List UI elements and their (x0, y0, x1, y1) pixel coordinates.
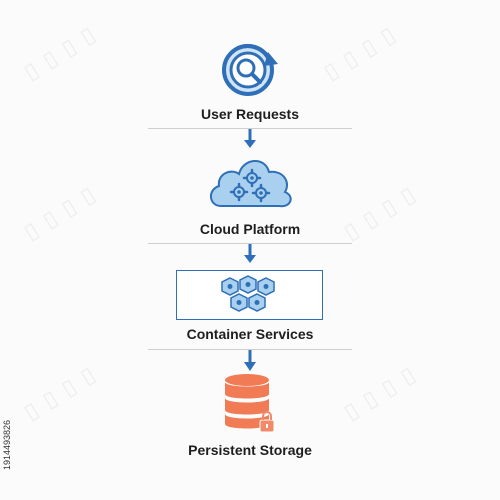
search-refresh-icon (222, 44, 278, 96)
divider (148, 128, 352, 129)
hexagon-containers-icon (221, 275, 275, 312)
step-label-persistent-storage: Persistent Storage (188, 442, 312, 458)
down-arrow-icon (244, 244, 256, 263)
step-label-cloud-platform: Cloud Platform (199, 221, 301, 237)
divider (148, 349, 352, 350)
locked-database-icon (225, 374, 275, 433)
down-arrow-icon (244, 129, 256, 148)
side-id-text: 1914493826 (2, 419, 12, 470)
step-label-container-services: Container Services (186, 326, 314, 342)
divider (148, 243, 352, 244)
step-label-user-requests: User Requests (200, 106, 300, 122)
cloud-gears-icon (210, 160, 292, 208)
down-arrow-icon (244, 350, 256, 371)
